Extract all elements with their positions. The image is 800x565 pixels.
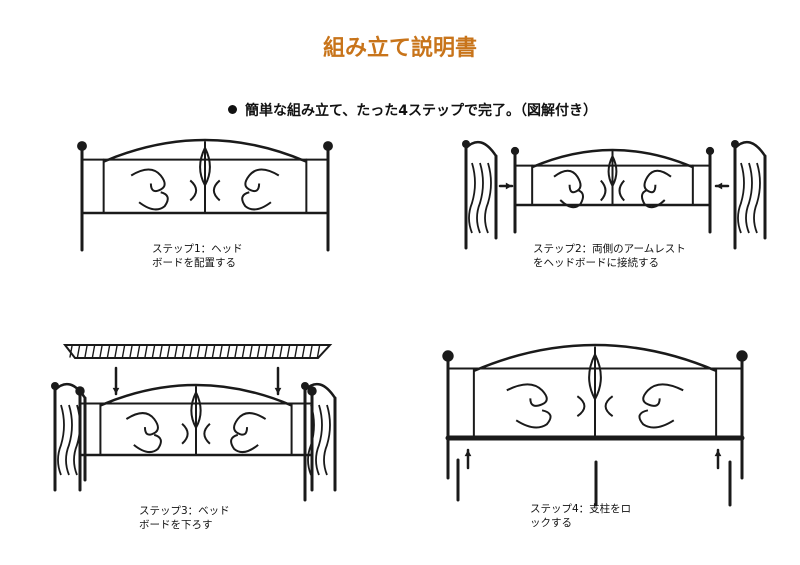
step1-headboard-left-finial — [77, 141, 87, 151]
step3-headboard-right-finial — [307, 386, 317, 396]
bullet-icon — [228, 105, 237, 114]
step3-headboard-fleur — [190, 391, 202, 430]
step3-slat — [294, 345, 298, 358]
step3-right-armrest-finial — [301, 382, 309, 390]
step3-slat — [136, 345, 141, 358]
step3-left-armrest-finial — [51, 382, 59, 390]
step2-left-armrest-finial — [462, 140, 470, 148]
step3-slat — [264, 345, 268, 358]
step-1-caption: ステップ1：ヘッドボードを配置する — [152, 242, 243, 270]
step1-headboard-right-finial — [323, 141, 333, 151]
step-3-caption: ステップ3：ベッドボードを下ろす — [139, 504, 230, 532]
step3-right-armrest-scroll-1 — [315, 404, 323, 476]
step3-right-arrow-icon-head — [274, 387, 282, 394]
step1-headboard-scroll-1 — [212, 168, 280, 211]
step3-right-armrest-scroll-0 — [307, 404, 315, 476]
step3-slat — [241, 345, 246, 358]
step3-slat — [181, 345, 186, 358]
step3-slat — [226, 345, 231, 358]
step3-slat — [144, 345, 148, 358]
step2-headboard-right-finial — [705, 146, 715, 156]
step2-headboard-scroll-0 — [553, 169, 607, 209]
step2-right-armrest-scroll-0 — [737, 162, 745, 234]
step3-slat — [91, 345, 96, 358]
step3-slat — [219, 345, 223, 358]
step3-slat — [279, 345, 283, 358]
step-4-caption: ステップ4：支柱をロックする — [530, 502, 631, 530]
step3-slat — [129, 345, 133, 358]
step2-right-armrest-scroll-2 — [753, 162, 761, 234]
subtitle-text: 簡単な組み立て、たった4ステップで完了。（図解付き） — [245, 103, 598, 119]
step3-left-armrest-scroll-1 — [65, 404, 73, 476]
step3-slat — [256, 345, 261, 358]
step2-headboard-fleur — [607, 155, 618, 188]
step3-slat — [249, 345, 253, 358]
step2-left-armrest-scroll-2 — [484, 162, 492, 234]
step2-right-armrest-finial — [731, 140, 739, 148]
step2-right-armrest-scroll-1 — [745, 162, 753, 234]
step2-left-armrest-scroll-0 — [468, 162, 476, 234]
step-3-line2: ボードを下ろす — [139, 519, 213, 531]
step3-slat — [69, 345, 73, 358]
step2-right-armrest-arch — [734, 140, 767, 157]
step3-left-armrest-scroll-2 — [73, 404, 81, 476]
step-2-line1: ステップ2：両側のアームレスト — [533, 243, 686, 255]
step3-slat — [114, 345, 118, 358]
step3-slat — [166, 345, 171, 358]
step-4-line1: ステップ4：支柱をロ — [530, 503, 632, 515]
step4-headboard-scroll-0 — [506, 383, 586, 429]
step3-slat — [84, 345, 88, 358]
step-1-line2: ボードを配置する — [152, 257, 236, 269]
step-1-line1: ステップ1：ヘッド — [152, 243, 243, 255]
step3-slat — [234, 345, 238, 358]
step3-slat — [301, 345, 306, 358]
step3-slat — [196, 345, 201, 358]
step3-slat — [189, 345, 193, 358]
subtitle: 簡単な組み立て、たった4ステップで完了。（図解付き） — [228, 100, 597, 120]
step3-slat — [204, 345, 208, 358]
step3-left-armrest-scroll-0 — [57, 404, 65, 476]
step2-right-arrow-icon-head — [716, 182, 723, 190]
step-4-line2: ックする — [530, 517, 572, 529]
step3-slat — [174, 345, 178, 358]
step4-right-arrow-icon-head — [714, 450, 722, 457]
step3-slat — [271, 345, 276, 358]
step3-headboard-scroll-0 — [125, 412, 189, 454]
step-3-line1: ステップ3：ベッド — [139, 505, 230, 517]
step1-headboard-fleur — [199, 147, 211, 188]
step3-slat — [99, 345, 103, 358]
step3-slat — [121, 345, 126, 358]
step4-headboard-right-finial — [736, 350, 748, 362]
step-2-line2: をヘッドボードに接続する — [533, 257, 659, 269]
step1-headboard-arch — [103, 138, 307, 163]
step3-left-arrow-icon-head — [112, 387, 120, 394]
step3-slat — [151, 345, 156, 358]
step3-slat — [309, 345, 313, 358]
step3-slat — [316, 345, 321, 358]
step4-headboard-arch — [473, 343, 717, 373]
step3-slat — [106, 345, 111, 358]
step2-left-armrest-arch — [465, 140, 498, 157]
page-title: 組み立て説明書 — [322, 36, 477, 61]
step4-headboard-fleur — [588, 353, 602, 402]
step1-headboard-scroll-0 — [130, 168, 198, 211]
step2-headboard-scroll-1 — [618, 169, 672, 209]
step4-left-arrow-icon-head — [464, 450, 472, 457]
step4-headboard-left-finial — [442, 350, 454, 362]
step3-headboard-arch — [99, 383, 293, 407]
step3-slat — [211, 345, 216, 358]
step3-headboard-scroll-1 — [203, 412, 267, 454]
step4-headboard-scroll-1 — [604, 383, 684, 429]
step3-slat — [286, 345, 291, 358]
step2-left-armrest-scroll-1 — [476, 162, 484, 234]
step2-headboard-left-finial — [510, 146, 520, 156]
step3-slat — [159, 345, 163, 358]
step3-slat — [76, 345, 81, 358]
step2-left-arrow-icon-head — [505, 182, 512, 190]
step-2-caption: ステップ2：両側のアームレストをヘッドボードに接続する — [533, 242, 686, 270]
step2-headboard-arch — [531, 148, 694, 169]
step3-right-armrest-scroll-2 — [323, 404, 331, 476]
